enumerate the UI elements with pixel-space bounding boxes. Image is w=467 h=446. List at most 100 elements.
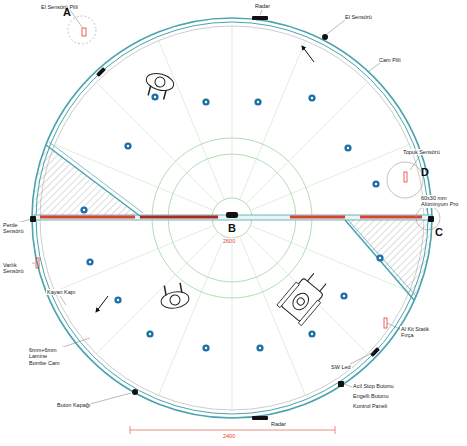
detail-circle: [68, 16, 96, 44]
grid-line: [159, 41, 225, 200]
sensor-marks: [36, 28, 407, 328]
light-fixtures: [80, 93, 383, 351]
part-label: Kontrol Paneli: [352, 403, 388, 409]
light-dot-inner: [154, 96, 156, 98]
light-dot-outer: [202, 98, 209, 105]
part-label: Kayan Kapı: [46, 289, 76, 295]
detail-letter: D: [420, 166, 430, 179]
part-label: El Sensörü: [344, 14, 373, 20]
detail-circle: [387, 162, 423, 198]
part-label: Acil Stop Butonu: [352, 383, 395, 389]
light-dot-inner: [149, 333, 151, 335]
glass-wall: [46, 145, 140, 216]
light-dot: [114, 296, 121, 303]
part-label: SW Led: [330, 364, 352, 370]
outer-glass: [36, 22, 428, 414]
light-dot: [86, 258, 93, 265]
light-dot-outer: [308, 94, 315, 101]
glass-wall: [348, 220, 417, 297]
inner-ring: [40, 26, 424, 410]
light-dot-outer: [344, 144, 351, 151]
light-dot-outer: [202, 344, 209, 351]
part-label: Radar: [270, 421, 287, 427]
grid-line: [246, 82, 368, 204]
grid-line: [159, 236, 225, 395]
part-label: Engelli Butonu: [352, 393, 389, 399]
outer-glass: [32, 18, 432, 418]
light-dot: [151, 93, 158, 100]
part-label: Radar: [254, 3, 271, 9]
light-dot: [124, 142, 131, 149]
light-dot: [254, 98, 261, 105]
light-dot-inner: [89, 261, 91, 263]
light-dot: [202, 98, 209, 105]
light-dot-outer: [146, 330, 153, 337]
light-dot-outer: [308, 330, 315, 337]
light-dot-outer: [114, 296, 121, 303]
light-dot: [202, 344, 209, 351]
light-dot-inner: [257, 101, 259, 103]
light-dot-outer: [86, 258, 93, 265]
light-dot-outer: [254, 98, 261, 105]
light-dot: [340, 292, 347, 299]
person-figure: [142, 71, 175, 101]
detail-letter: A: [62, 6, 72, 19]
dimension-text: 2400: [222, 433, 236, 439]
light-dot: [256, 344, 263, 351]
glass-wall: [345, 220, 414, 300]
grid-line: [232, 238, 233, 410]
light-dot: [308, 94, 315, 101]
light-dot: [146, 330, 153, 337]
light-dot-inner: [311, 97, 313, 99]
grid-line: [232, 26, 233, 198]
part-label: 60x30 mm Alüminyum Pro: [420, 195, 464, 208]
grid-line: [246, 232, 368, 354]
center-post: [226, 212, 238, 218]
leader-lines: [14, 10, 428, 404]
light-dot: [344, 144, 351, 151]
light-dot-outer: [376, 254, 383, 261]
light-dot-outer: [256, 344, 263, 351]
light-dot-inner: [311, 333, 313, 335]
part-label: Topuk Sensörü: [402, 149, 441, 155]
light-dot-inner: [117, 299, 119, 301]
door-panel: [360, 216, 422, 219]
light-dot: [376, 254, 383, 261]
glass-wall: [49, 142, 143, 213]
part-label: Perde Sensörü: [2, 222, 30, 235]
part-label: Al Kit Statik Fırça: [400, 326, 436, 339]
hatched-zone: [34, 145, 140, 216]
door-panel: [140, 216, 218, 219]
light-dot-inner: [347, 147, 349, 149]
light-dot-inner: [205, 347, 207, 349]
part-label: El Sensörü Pilli: [40, 4, 79, 10]
grid-lines: [40, 26, 424, 410]
part-label: Buton Kapağı: [56, 402, 91, 408]
dimension-text: 2600: [222, 238, 236, 244]
door-panel: [290, 216, 345, 219]
part-label: 6mm+6mm Lamine Bombe Cam: [28, 347, 64, 366]
light-dot-inner: [205, 101, 207, 103]
door-panel: [40, 216, 135, 219]
light-dot-inner: [343, 295, 345, 297]
light-dot-inner: [127, 145, 129, 147]
light-dot-inner: [83, 209, 85, 211]
light-dot-inner: [259, 347, 261, 349]
light-dot-inner: [379, 257, 381, 259]
light-dot: [308, 330, 315, 337]
light-dot-outer: [80, 206, 87, 213]
person-figure: [158, 282, 190, 310]
light-dot: [80, 206, 87, 213]
light-dot-outer: [340, 292, 347, 299]
grid-line: [96, 232, 218, 354]
light-dot-inner: [375, 183, 377, 185]
light-dot-outer: [124, 142, 131, 149]
direction-arrow: [96, 296, 108, 312]
detail-letter: C: [434, 226, 444, 239]
grid-line: [240, 41, 306, 200]
direction-arrow: [302, 46, 314, 62]
part-label: Varlık Sensörü: [2, 262, 32, 275]
detail-letter: B: [227, 222, 237, 235]
wheelchair-figure: [277, 268, 332, 325]
grid-line: [96, 82, 218, 204]
